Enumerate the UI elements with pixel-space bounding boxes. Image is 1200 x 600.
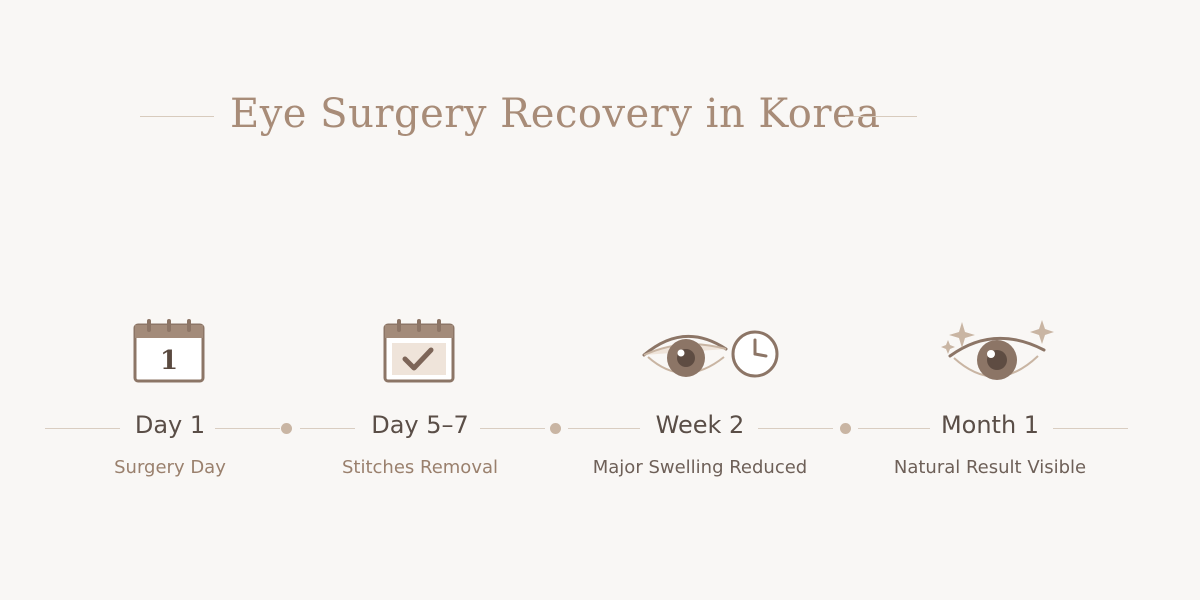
- calendar-check-icon: [383, 317, 455, 383]
- title-divider-left: [140, 116, 214, 117]
- step-caption: Surgery Day: [114, 457, 226, 478]
- page-title: Eye Surgery Recovery in Korea: [230, 91, 881, 137]
- calendar-day-number: 1: [160, 346, 178, 376]
- step-label: Month 1: [940, 411, 1040, 439]
- step-caption: Natural Result Visible: [893, 457, 1087, 478]
- step-caption: Major Swelling Reduced: [592, 457, 808, 478]
- timeline-line-segment: [568, 428, 640, 429]
- timeline-step-day-5-7: Day 5–7 Stitches Removal: [335, 411, 505, 478]
- timeline-line-segment: [480, 428, 545, 429]
- calendar-day-icon: 1: [133, 317, 205, 383]
- timeline-step-day-1: Day 1 Surgery Day: [95, 411, 245, 478]
- timeline-line-segment: [215, 428, 280, 429]
- step-caption: Stitches Removal: [341, 457, 499, 478]
- eye-clock-icon: [640, 325, 782, 385]
- sparkle-eye-icon: [938, 318, 1054, 384]
- timeline-line-end: [1053, 428, 1128, 429]
- title-block: Eye Surgery Recovery in Korea: [0, 82, 1200, 146]
- timeline-dot: [281, 423, 292, 434]
- title-divider-right: [845, 116, 917, 117]
- timeline-step-month-1: Month 1 Natural Result Visible: [880, 411, 1100, 478]
- step-label: Day 5–7: [371, 411, 469, 439]
- timeline-line-start: [45, 428, 120, 429]
- timeline-dot: [550, 423, 561, 434]
- step-label: Week 2: [655, 411, 745, 439]
- timeline-step-week-2: Week 2 Major Swelling Reduced: [590, 411, 810, 478]
- timeline-dot: [840, 423, 851, 434]
- timeline-line-segment: [758, 428, 833, 429]
- timeline-line-segment: [300, 428, 355, 429]
- step-label: Day 1: [134, 411, 206, 439]
- timeline-line-segment: [858, 428, 930, 429]
